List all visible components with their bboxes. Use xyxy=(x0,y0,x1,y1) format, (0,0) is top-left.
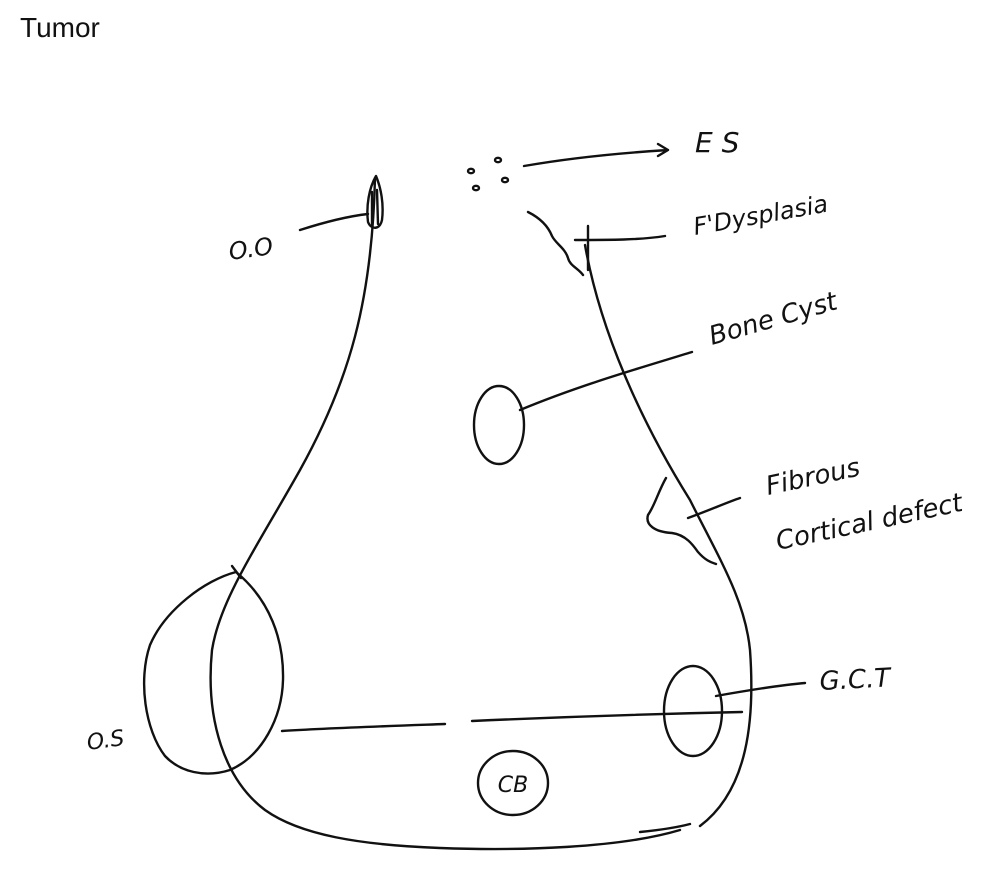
bone-cyst-lesion xyxy=(472,384,526,466)
label-fibrous-line-1: Fibrous xyxy=(763,453,862,502)
ewing-sarcoma-arrow xyxy=(522,142,670,168)
label-giant-cell-tumor: G.C.T xyxy=(819,663,893,697)
bone-outline-left xyxy=(209,176,682,851)
label-bone-cyst: Bone Cyst xyxy=(706,286,842,351)
fibrous-cortical-defect-pointer xyxy=(686,496,742,520)
label-ewing-sarcoma: E S xyxy=(695,126,739,159)
fibrous-dysplasia-pointer xyxy=(573,224,667,272)
osteoid-osteoma-lesion xyxy=(366,174,384,229)
bone-cyst-pointer xyxy=(518,350,694,412)
bone-outline-right xyxy=(583,243,753,828)
osteoid-osteoma-pointer xyxy=(298,212,370,232)
ewing-sarcoma-dots xyxy=(466,156,510,192)
osteosarcoma-tick xyxy=(230,564,243,580)
metaphyseal-line xyxy=(280,710,744,733)
giant-cell-tumor-lesion xyxy=(662,664,724,758)
osteosarcoma-lesion xyxy=(142,570,285,775)
chondroblastoma-lesion xyxy=(476,749,550,817)
giant-cell-tumor-pointer xyxy=(714,681,807,698)
label-fibrous-line-2: Cortical defect xyxy=(773,488,966,557)
fibrous-cortical-defect-lesion xyxy=(646,476,718,566)
label-fibrous-dysplasia: F'Dysplasia xyxy=(691,190,830,241)
page-title: Tumor xyxy=(20,12,100,43)
label-osteoid-osteoma: O.O xyxy=(227,232,275,266)
label-chondroblastoma: CB xyxy=(498,773,528,798)
label-osteosarcoma: O.S xyxy=(85,726,126,756)
fibrous-dysplasia-lesion xyxy=(526,210,585,277)
bone-outline-bottom-stroke xyxy=(638,822,692,834)
